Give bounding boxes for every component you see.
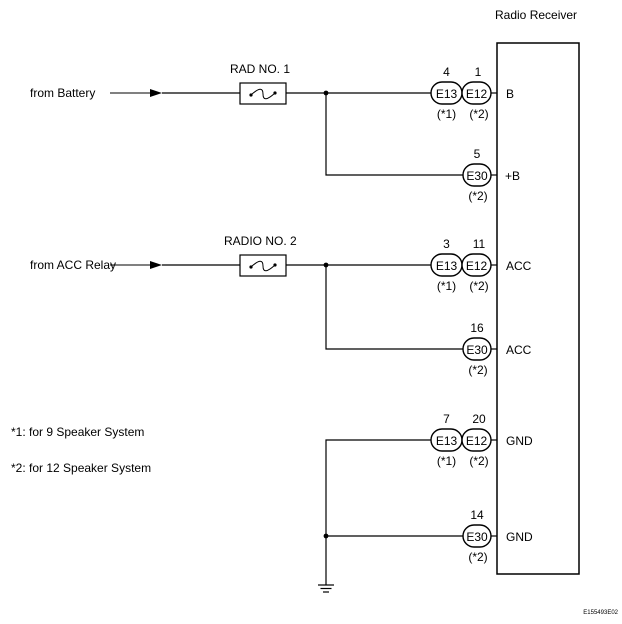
connector-e12-b <box>461 81 492 105</box>
acc-branch-wire <box>325 265 463 350</box>
terminal-gnd-1: GND <box>506 434 533 448</box>
pin-gnd-e12: 20 <box>472 412 486 426</box>
connector-e30-gnd <box>462 524 492 548</box>
connector-e13-gnd-label: E13 <box>436 434 458 448</box>
pin-b-e12: 1 <box>475 65 482 79</box>
pin-gnd-e13: 7 <box>443 412 450 426</box>
connector-e30-gnd-label: E30 <box>466 530 488 544</box>
terminal-acc-2: ACC <box>506 343 532 357</box>
connector-e12-b-label: E12 <box>466 87 488 101</box>
connector-e13-b-label: E13 <box>436 87 458 101</box>
variant-gnd-e13: (*1) <box>437 454 456 468</box>
connector-e30-acc <box>462 337 492 361</box>
pin-acc-e13: 3 <box>443 237 450 251</box>
pin-b-e13: 4 <box>443 65 450 79</box>
connector-e12-acc <box>461 253 492 277</box>
pin-acc2-e30: 16 <box>470 321 484 335</box>
battery-arrow-head <box>150 89 162 97</box>
connector-e30-acc-label: E30 <box>466 343 488 357</box>
pin-gnd2-e30: 14 <box>470 508 484 522</box>
acc-arrow-head <box>150 261 162 269</box>
terminal-acc-1: ACC <box>506 259 532 273</box>
from-battery-label: from Battery <box>30 86 95 100</box>
connector-e30-plusb-label: E30 <box>466 169 488 183</box>
variant-gnd2-e30: (*2) <box>468 550 487 564</box>
figure-code: E155493E02 <box>583 610 618 616</box>
fuse-radio2-dot-right <box>273 263 277 267</box>
pin-acc-e12: 11 <box>473 237 486 251</box>
ground-symbol-icon <box>318 584 334 593</box>
variant-gnd-e12: (*2) <box>469 454 488 468</box>
radio-receiver-box <box>496 42 580 575</box>
note-9-speaker: *1: for 9 Speaker System <box>11 425 144 439</box>
fuse-radio2-symbol <box>250 260 276 272</box>
variant-b-e12: (*2) <box>469 107 488 121</box>
variant-b-e13: (*1) <box>437 107 456 121</box>
terminal-b: B <box>506 87 514 101</box>
variant-acc-e13: (*1) <box>437 279 456 293</box>
connector-e12-acc-label: E12 <box>466 259 488 273</box>
variant-acc2-e30: (*2) <box>468 363 487 377</box>
connector-e12-gnd <box>461 428 492 452</box>
connector-e12-gnd-label: E12 <box>466 434 488 448</box>
from-acc-relay-label: from ACC Relay <box>30 258 116 272</box>
fuse-rad1-dot-left <box>249 93 253 97</box>
connector-e30-plusb <box>462 163 492 187</box>
note-12-speaker: *2: for 12 Speaker System <box>11 461 151 475</box>
variant-acc-e12: (*2) <box>469 279 488 293</box>
radio-receiver-label: Radio Receiver <box>495 8 577 22</box>
fuse-rad1-symbol <box>250 88 276 100</box>
fuse-rad1-dot-right <box>273 91 277 95</box>
fuse-radio2-dot-left <box>249 265 253 269</box>
variant-plusb-e30: (*2) <box>468 189 487 203</box>
connector-e13-acc-label: E13 <box>436 259 458 273</box>
terminal-gnd-2: GND <box>506 530 533 544</box>
fuse-rad1-label: RAD NO. 1 <box>230 62 290 76</box>
fuse-radio2-label: RADIO NO. 2 <box>224 234 297 248</box>
ground-wire-main <box>325 439 431 585</box>
pin-plusb-e30: 5 <box>474 147 481 161</box>
battery-branch-wire <box>325 93 463 176</box>
terminal-plus-b: +B <box>505 169 520 183</box>
